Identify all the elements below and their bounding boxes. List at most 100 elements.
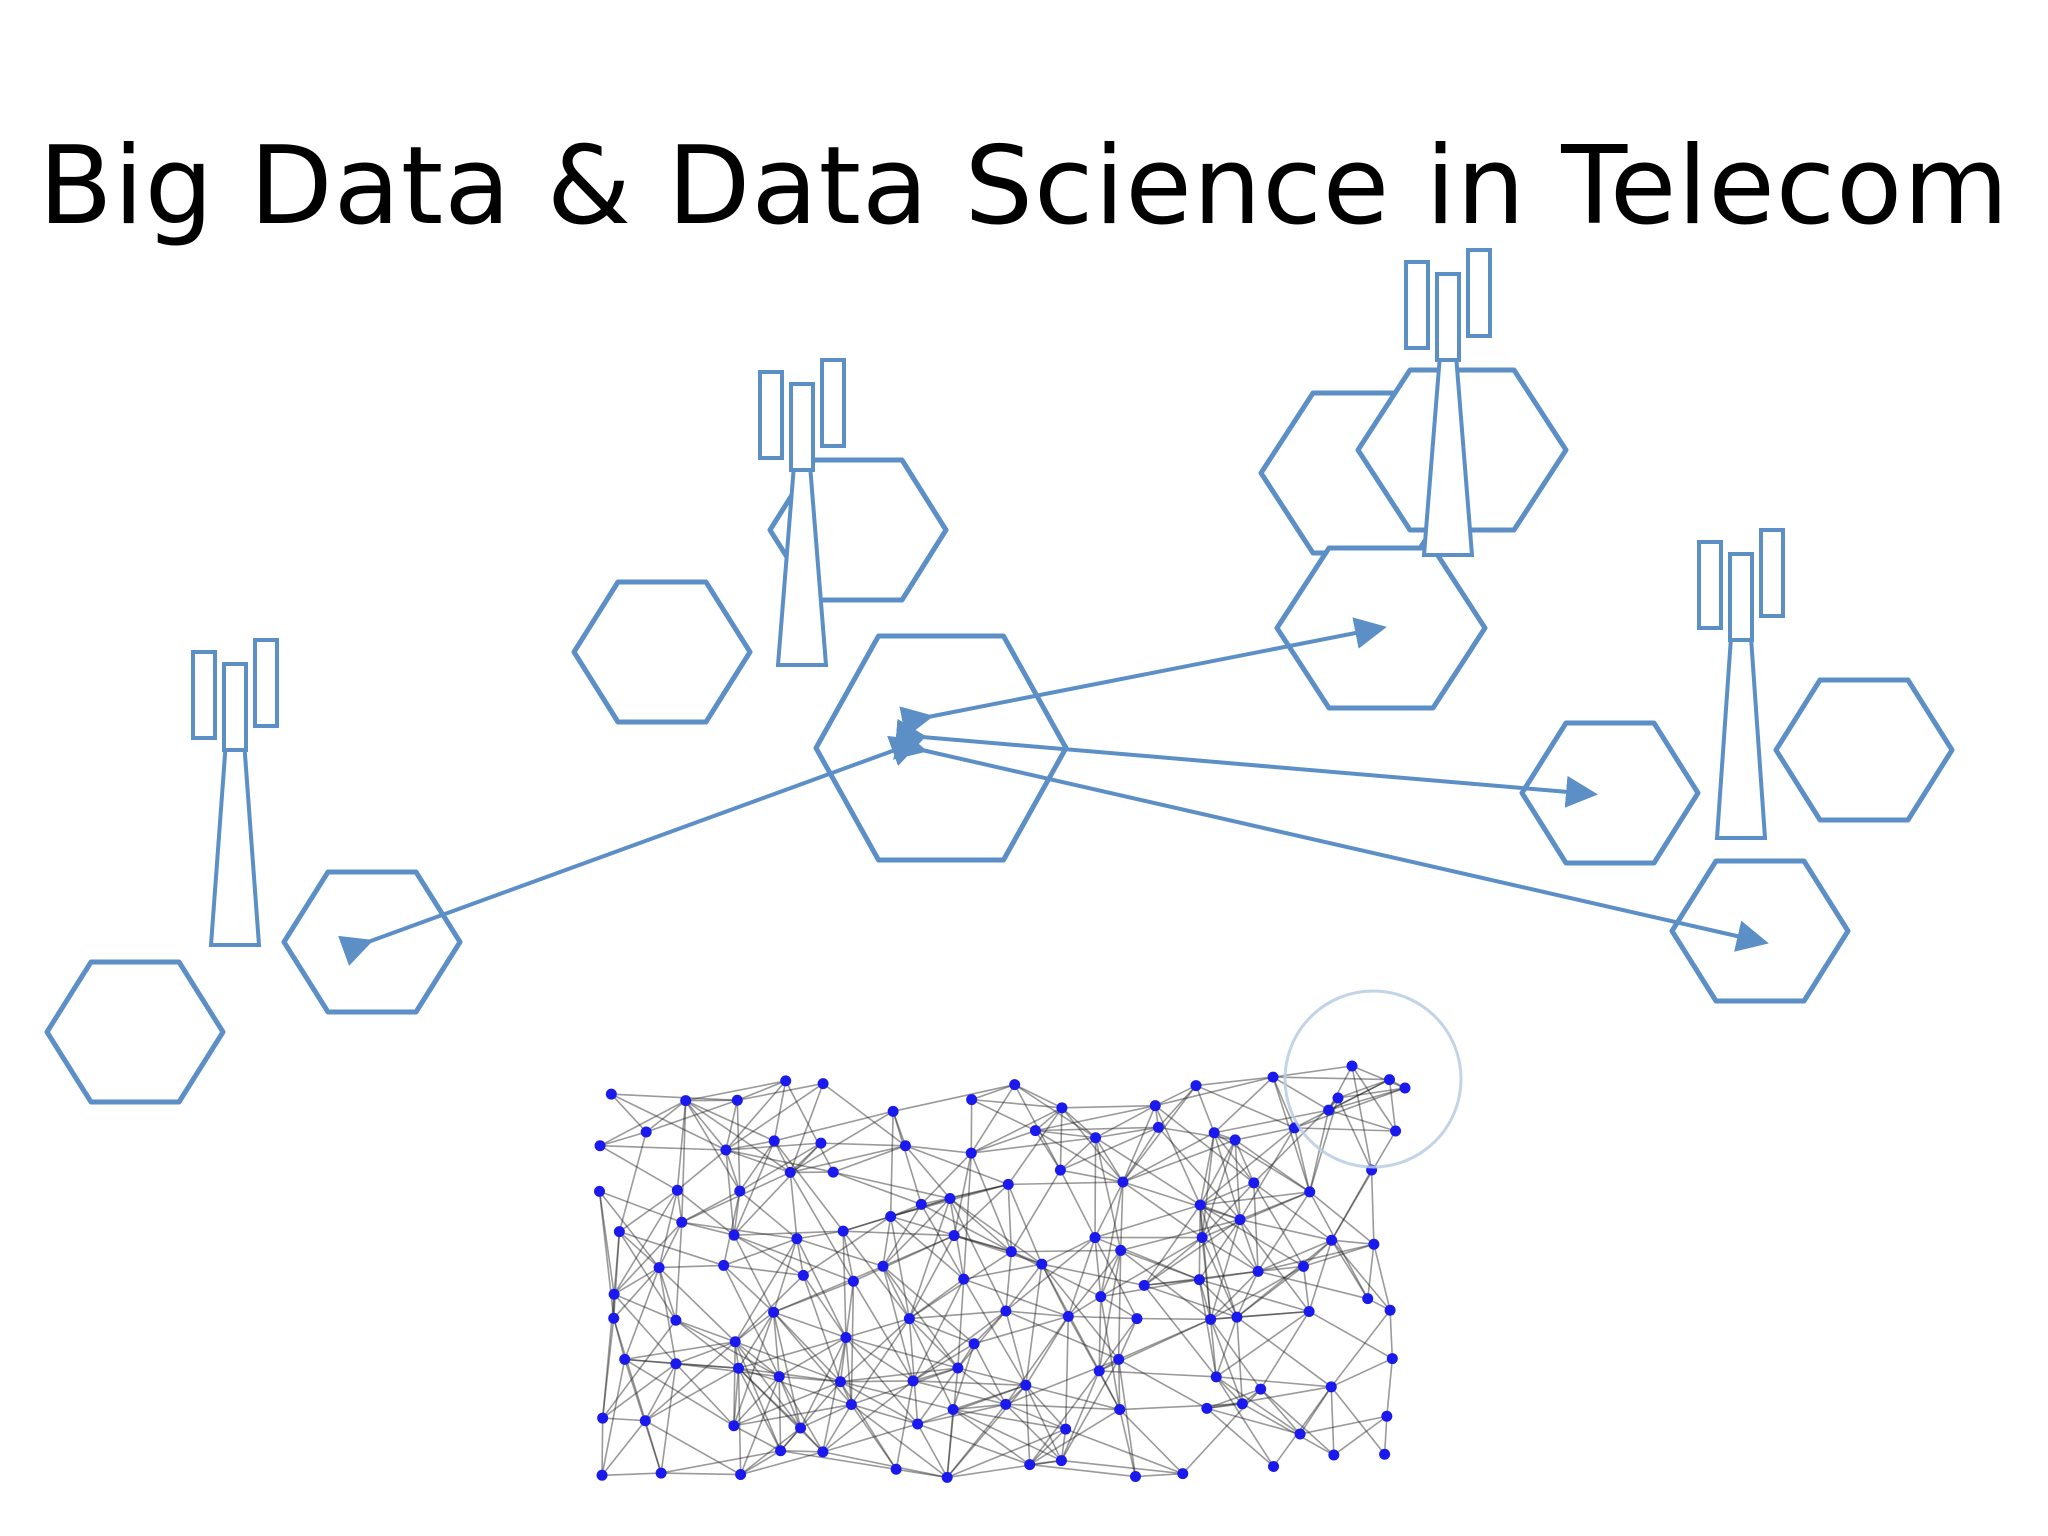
graph-edge [845, 1336, 959, 1369]
graph-edge [1337, 1087, 1406, 1099]
graph-edge [957, 1279, 965, 1369]
graph-edge [779, 1381, 842, 1452]
graph-node [1303, 1305, 1315, 1317]
graph-edges [598, 1065, 1406, 1479]
graph-edge [1008, 1181, 1123, 1186]
graph-edge [1210, 1270, 1259, 1320]
graph-edge [1210, 1265, 1304, 1321]
graph-edge [661, 1472, 741, 1476]
graph-edge [1005, 1251, 1013, 1312]
graph-edge [1199, 1204, 1212, 1320]
graph-node [947, 1404, 959, 1416]
graph-node [734, 1185, 746, 1197]
graph-node [1009, 1079, 1021, 1091]
graph-edge [658, 1190, 679, 1268]
graph-edge [737, 1367, 824, 1453]
graph-edge [1201, 1237, 1238, 1318]
graph-node [613, 1226, 625, 1238]
graph-edge [1351, 1065, 1397, 1132]
graph-node [733, 1362, 745, 1374]
graph-node [1328, 1449, 1340, 1461]
highlight-circle [1283, 989, 1463, 1169]
graph-node [817, 1078, 829, 1090]
graph-edge [618, 1231, 677, 1321]
connection-arrows [338, 617, 1769, 966]
graph-edge [1122, 1132, 1215, 1183]
graph-edge [780, 1449, 897, 1471]
graph-edge [1005, 1403, 1062, 1462]
graph-edge [1257, 1191, 1311, 1272]
cell-tower-icon [758, 358, 846, 667]
graph-edge [1117, 1359, 1137, 1477]
graph-edge [1330, 1386, 1335, 1456]
hexagon-cell-icon [571, 579, 753, 725]
graph-edge [973, 1315, 1069, 1345]
graph-edge [822, 1380, 914, 1453]
graph-edge [1067, 1295, 1102, 1318]
graph-edge [778, 1336, 847, 1378]
graph-node [1190, 1080, 1202, 1092]
graph-edge [1215, 1316, 1238, 1378]
graph-node [1002, 1178, 1014, 1190]
graph-edge [1294, 1078, 1390, 1129]
graph-edge [1029, 1463, 1136, 1478]
graph-edge [1094, 1236, 1200, 1281]
graph-edge [1061, 1107, 1124, 1183]
graph-edge [1025, 1384, 1120, 1411]
graph-edge [733, 1140, 775, 1236]
graph-edge [1067, 1237, 1096, 1317]
graph-edge [733, 1234, 854, 1283]
graph-node [671, 1184, 683, 1196]
graph-edge [681, 1190, 741, 1223]
graph-edge [644, 1367, 739, 1422]
graph-edge [800, 1403, 852, 1429]
connection-arrow [899, 617, 1387, 738]
graph-node [718, 1259, 730, 1271]
graph-edge [892, 1111, 923, 1205]
graph-edge [789, 1110, 894, 1174]
graph-edge [778, 1376, 824, 1453]
graph-edge [725, 1149, 791, 1174]
graph-edge [840, 1381, 919, 1425]
graph-node [1149, 1100, 1161, 1112]
graph-edge [1117, 1318, 1138, 1360]
graph-edge [1302, 1239, 1333, 1267]
graph-edge [779, 1375, 841, 1383]
graph-edge [1260, 1388, 1335, 1456]
graph-edge [1236, 1310, 1310, 1318]
graph-edge [1330, 1130, 1397, 1241]
graph-edge [772, 1238, 798, 1313]
graph-node [791, 1233, 803, 1245]
cell-towers [191, 248, 1785, 947]
graph-edge [624, 1358, 735, 1427]
graph-node [1379, 1448, 1391, 1460]
graph-node [653, 1262, 665, 1274]
graph-edge [1120, 1249, 1212, 1320]
graph-edge [623, 1267, 660, 1360]
graph-edge [971, 1136, 1096, 1154]
graph-edge [1299, 1386, 1332, 1435]
graph-edge [840, 1380, 954, 1411]
graph-node [1205, 1313, 1217, 1325]
graph-node [1000, 1398, 1012, 1410]
graph-node [903, 1313, 915, 1325]
graph-edge [843, 1230, 955, 1237]
graph-edge [842, 1230, 855, 1282]
graph-edge [1035, 1129, 1096, 1139]
graph-edge [739, 1190, 798, 1240]
graph-edge [850, 1403, 948, 1479]
graph-node [1029, 1125, 1041, 1137]
graph-edge [723, 1264, 775, 1313]
graph-edge [624, 1340, 736, 1361]
graph-edge [1236, 1265, 1304, 1318]
graph-edge [850, 1404, 897, 1470]
graph-edge [1005, 1403, 1066, 1430]
graph-edge [1308, 1109, 1330, 1193]
graph-edge [957, 1310, 1007, 1369]
graph-edge [1035, 1129, 1124, 1183]
graph-edge [1239, 1127, 1296, 1220]
graph-edge [1239, 1219, 1259, 1272]
graph-edge [733, 1191, 741, 1236]
graph-edge [852, 1280, 914, 1382]
graph-node [1115, 1244, 1127, 1256]
